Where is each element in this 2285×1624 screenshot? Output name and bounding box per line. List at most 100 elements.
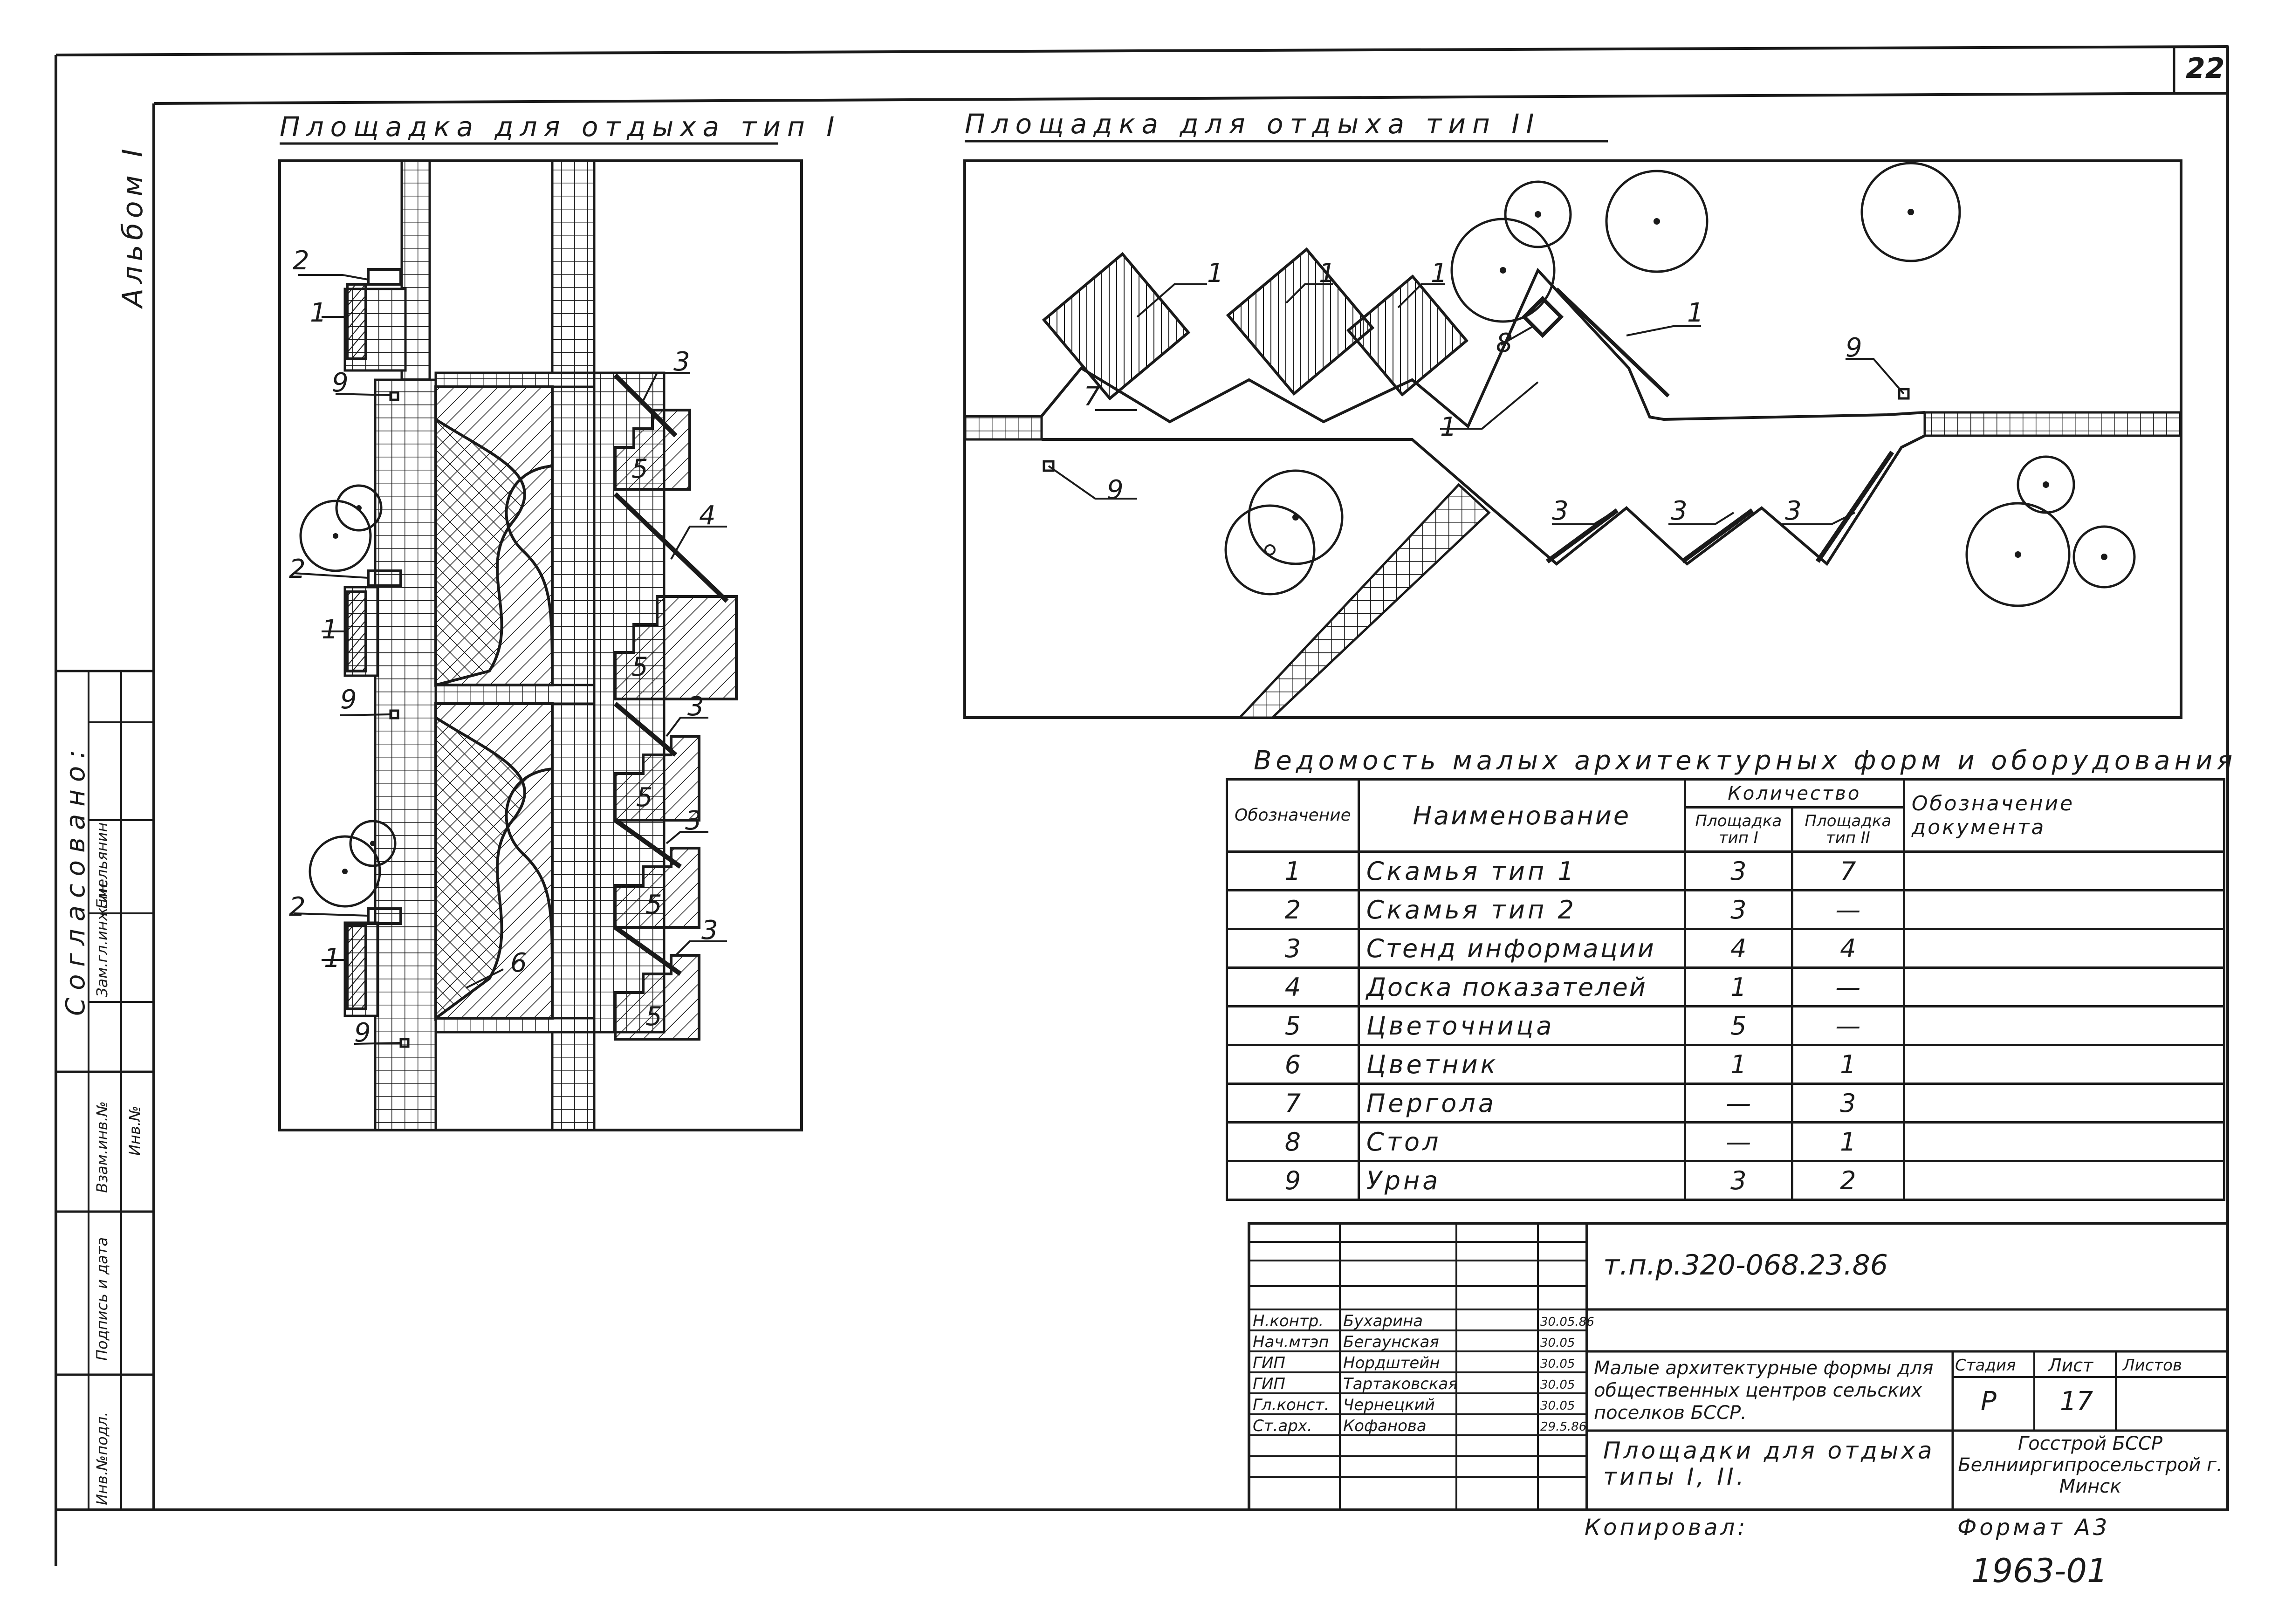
row-name: Цветочница xyxy=(1357,1005,1686,1046)
row-name: Скамья тип 2 xyxy=(1357,889,1686,930)
callout: 2 xyxy=(289,554,306,584)
callout: 7 xyxy=(1084,382,1100,412)
header-doc: Обозначение документа xyxy=(1902,778,2226,853)
row-name: Стенд информации xyxy=(1357,928,1686,969)
schedule-table: Обозначение Наименование Количество Обоз… xyxy=(1226,778,2226,1201)
callout: 1 xyxy=(324,943,341,973)
callout: 1 xyxy=(322,615,338,645)
row-code: 1 xyxy=(1226,850,1360,891)
row-q2: 4 xyxy=(1791,928,1905,969)
row-name: Пергола xyxy=(1357,1083,1686,1124)
row-q2: 3 xyxy=(1791,1083,1905,1124)
sheet-number: 22 xyxy=(2186,52,2225,85)
row-doc xyxy=(1902,966,2226,1007)
row-doc xyxy=(1902,850,2226,891)
schedule-title: Ведомость малых архитектурных форм и обо… xyxy=(1254,746,2237,776)
role-list: Н.контр. Нач.мтэп ГИП ГИП Гл.конст. Ст.а… xyxy=(1253,1311,1341,1437)
callout: 1 xyxy=(1431,258,1448,288)
callout: 3 xyxy=(1552,496,1569,526)
row-doc xyxy=(1902,1121,2226,1162)
row-code: 8 xyxy=(1226,1121,1360,1162)
callout: 5 xyxy=(631,652,648,682)
sign-date: 30.05 xyxy=(1540,1336,1575,1350)
callout: 2 xyxy=(289,892,306,922)
stamp-text: Инв.№ xyxy=(126,1105,144,1156)
callout: 1 xyxy=(1440,412,1457,442)
album-label: Альбом I xyxy=(117,144,149,308)
stamp-text: Подпись и дата xyxy=(93,1237,111,1361)
row-q2: 7 xyxy=(1791,850,1905,891)
callout: 1 xyxy=(1687,298,1704,328)
row-name: Цветник xyxy=(1357,1044,1686,1085)
role: Гл.конст. xyxy=(1253,1396,1330,1414)
callout: 1 xyxy=(310,298,327,328)
stage-value: Р xyxy=(1981,1386,1997,1417)
header-qty1: Площадка тип I xyxy=(1683,806,1793,853)
row-doc xyxy=(1902,1005,2226,1046)
callout: 3 xyxy=(1785,496,1802,526)
row-q1: 4 xyxy=(1683,928,1793,969)
title-block-frame xyxy=(1248,1222,2229,1511)
row-name: Урна xyxy=(1357,1160,1686,1201)
row-code: 5 xyxy=(1226,1005,1360,1046)
sign-date: 30.05 xyxy=(1540,1378,1575,1392)
callout: 2 xyxy=(293,246,309,276)
row-code: 2 xyxy=(1226,889,1360,930)
person-name: Нордштейн xyxy=(1343,1354,1440,1372)
callout: 3 xyxy=(685,806,702,836)
row-code: 9 xyxy=(1226,1160,1360,1201)
header-qty: Количество xyxy=(1683,778,1905,809)
callout: 3 xyxy=(673,347,690,377)
role: ГИП xyxy=(1253,1375,1285,1393)
callout: 3 xyxy=(687,692,704,722)
header-name: Наименование xyxy=(1357,778,1686,853)
role: Н.контр. xyxy=(1253,1312,1324,1330)
row-q1: — xyxy=(1683,1121,1793,1162)
role: Нач.мтэп xyxy=(1253,1333,1329,1351)
sheet-title: Площадки для отдыха типы I, II. xyxy=(1603,1437,1935,1490)
sign-date: 30.05.86 xyxy=(1540,1315,1594,1329)
row-q2: — xyxy=(1791,889,1905,930)
row-q1: 5 xyxy=(1683,1005,1793,1046)
callout: 9 xyxy=(1107,475,1124,505)
row-q1: 1 xyxy=(1683,966,1793,1007)
row-q2: 2 xyxy=(1791,1160,1905,1201)
plan2-title: Площадка для отдыха тип II xyxy=(965,108,1541,140)
format-label: Формат А3 xyxy=(1957,1514,2110,1541)
row-q1: — xyxy=(1683,1083,1793,1124)
person-name: Кофанова xyxy=(1343,1417,1427,1435)
callout: 9 xyxy=(340,685,357,715)
plan1-title: Площадка для отдыха тип I xyxy=(280,111,841,143)
callout: 5 xyxy=(645,890,662,920)
callout: 1 xyxy=(1207,258,1224,288)
side-stamp xyxy=(55,670,155,1511)
callout: 3 xyxy=(1671,496,1688,526)
row-q2: — xyxy=(1791,966,1905,1007)
stage-label: Стадия xyxy=(1955,1356,2016,1375)
person-name: Бухарина xyxy=(1343,1312,1423,1330)
callout: 4 xyxy=(699,500,716,531)
role: Ст.арх. xyxy=(1253,1417,1312,1435)
row-q1: 3 xyxy=(1683,889,1793,930)
person-name: Чернецкий xyxy=(1343,1396,1435,1414)
header-qty2: Площадка тип II xyxy=(1791,806,1905,853)
person-name: Бегаунская xyxy=(1343,1333,1439,1351)
row-q1: 3 xyxy=(1683,1160,1793,1201)
row-code: 4 xyxy=(1226,966,1360,1007)
organization: Госстрой БССР Белнииргипросельстрой г. М… xyxy=(1958,1433,2223,1497)
plan1-callouts: 2 1 9 2 1 9 2 1 9 3 5 4 5 3 5 3 5 3 5 6 xyxy=(289,246,718,1048)
sign-date: 30.05 xyxy=(1540,1357,1575,1371)
project-title: Малые архитектурные формы для общественн… xyxy=(1594,1357,1934,1424)
sign-date: 29.5.86 xyxy=(1540,1420,1587,1434)
row-q2: 1 xyxy=(1791,1044,1905,1085)
stamp-text: Инв.№подл. xyxy=(93,1412,111,1505)
row-doc xyxy=(1902,1083,2226,1124)
doc-code: т.п.р.320-068.23.86 xyxy=(1603,1249,1888,1281)
